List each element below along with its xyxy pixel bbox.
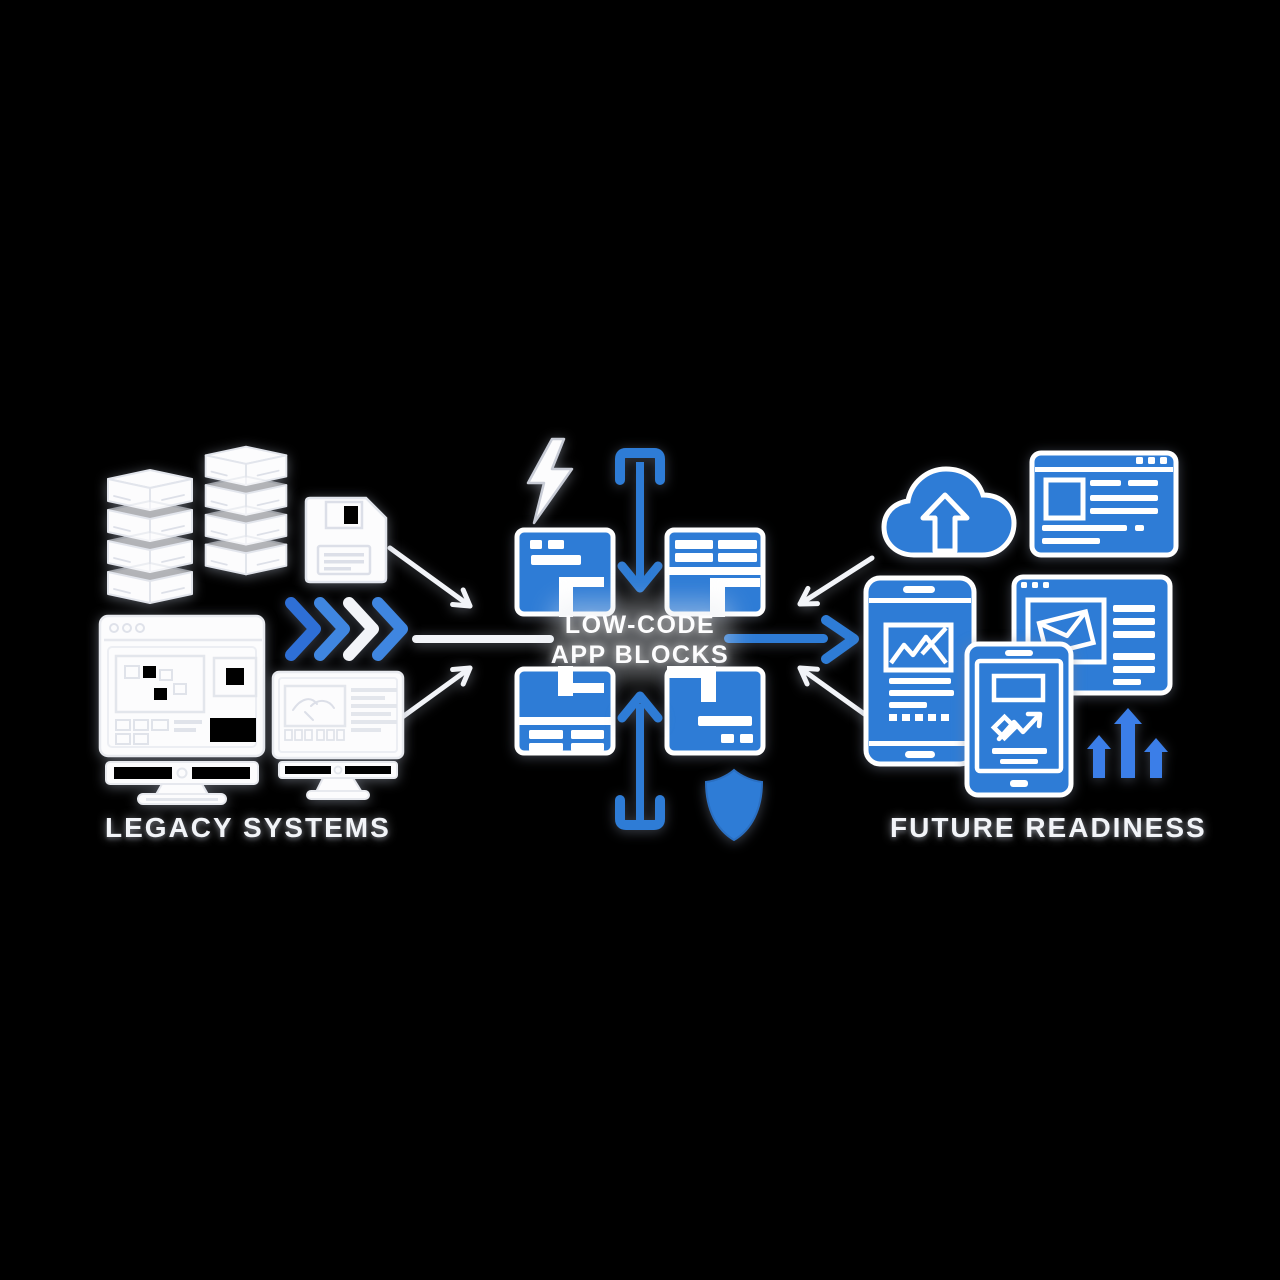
app-block-icon bbox=[664, 666, 766, 756]
low-code-app-blocks-label: LOW-CODE APP BLOCKS bbox=[540, 610, 740, 670]
shield-icon bbox=[702, 766, 766, 844]
growth-arrows-icon bbox=[1082, 702, 1174, 784]
smartphone-app-icon bbox=[863, 575, 977, 767]
lightning-bolt-icon bbox=[521, 437, 579, 525]
legacy-systems-label: LEGACY SYSTEMS bbox=[105, 812, 391, 843]
center-label-line2: APP BLOCKS bbox=[550, 641, 730, 669]
arrow-up-icon bbox=[612, 684, 668, 834]
future-readiness-label: FUTURE READINESS bbox=[890, 812, 1207, 843]
browser-window-icon bbox=[1029, 450, 1179, 558]
connector-arrow-right-top bbox=[788, 550, 880, 616]
connector-arrow-right-bottom bbox=[788, 654, 880, 726]
floppy-disk-icon bbox=[296, 494, 390, 586]
legacy-monitor-window-icon bbox=[98, 614, 268, 805]
server-rack-icon bbox=[198, 436, 294, 586]
tablet-sync-icon bbox=[964, 641, 1074, 798]
fast-forward-chevrons-icon bbox=[283, 596, 409, 662]
connector-arrow-blue-right bbox=[722, 612, 866, 668]
legacy-monitor-dashboard-icon bbox=[271, 670, 406, 800]
cloud-upload-icon bbox=[878, 455, 1020, 565]
center-label-line1: LOW-CODE bbox=[564, 611, 716, 639]
app-block-icon bbox=[514, 527, 616, 617]
arrow-down-icon bbox=[612, 446, 668, 602]
center-label-glow bbox=[552, 600, 732, 678]
app-block-icon bbox=[664, 527, 766, 617]
app-block-icon bbox=[514, 666, 616, 756]
connector-bar-left bbox=[410, 630, 558, 648]
server-rack-icon bbox=[100, 462, 200, 612]
connector-arrow-left-top bbox=[380, 538, 484, 622]
